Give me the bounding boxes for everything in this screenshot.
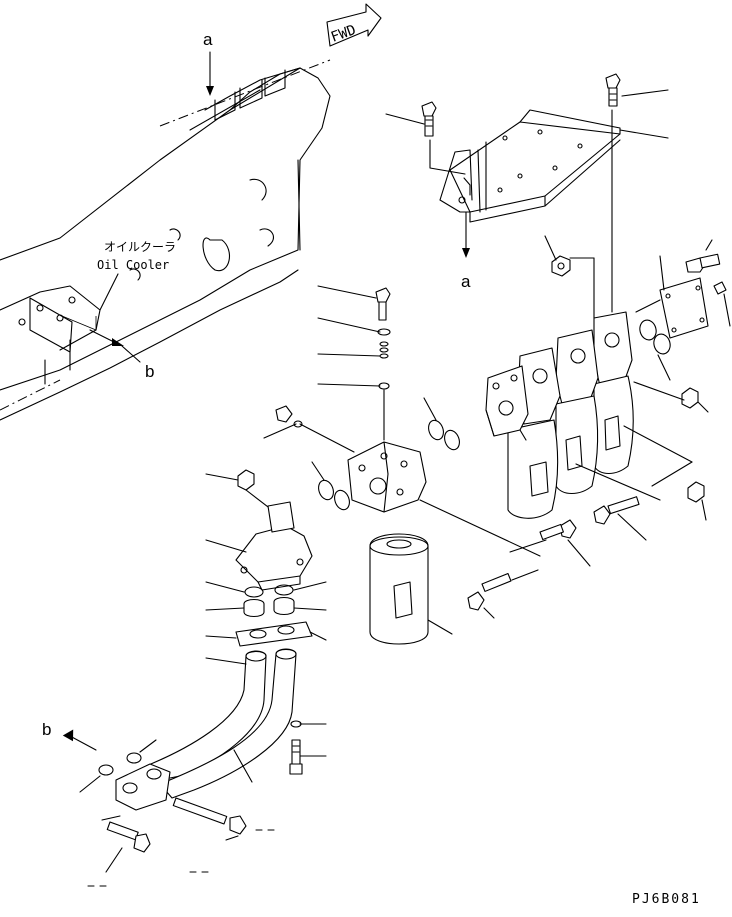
ref-b-pipe-label: b — [42, 720, 51, 739]
plug-left — [263, 405, 355, 453]
seal-rings — [205, 596, 327, 618]
ref-b-pipe: b — [42, 720, 157, 793]
bolt-long-mid — [509, 519, 591, 567]
fwd-arrow: FWD — [326, 3, 382, 47]
bolt-long-lower — [467, 569, 539, 619]
pipe-washer-bolt — [289, 720, 327, 775]
figure-code: PJ6B081 — [632, 892, 701, 907]
bracket-bolt-left — [385, 101, 466, 175]
top-bracket: a — [439, 109, 621, 291]
o-ring-pair-left — [423, 397, 460, 451]
ref-b-cooler-label: b — [145, 362, 154, 381]
ref-a-bracket-label: a — [461, 272, 471, 291]
pipe-bolt-left — [101, 815, 151, 873]
ref-a-top-label: a — [203, 30, 213, 49]
nut-right-2 — [623, 425, 707, 521]
nut-top — [544, 235, 595, 319]
bracket-bolt-right — [605, 73, 669, 313]
adapter-nut — [205, 469, 273, 511]
filter-head-single — [347, 441, 541, 557]
flange-gasket — [205, 621, 327, 647]
side-cover-plate — [635, 239, 731, 381]
gasket-rings-upper — [205, 581, 327, 598]
engine-block — [0, 59, 331, 421]
ref-a-top: a — [203, 30, 214, 96]
head-bolt-stack — [317, 285, 391, 441]
nut-right-1 — [633, 381, 709, 413]
reference-ticks — [87, 829, 275, 887]
adapter-block — [205, 501, 313, 591]
oil-pipe-assembly — [115, 648, 297, 811]
bolt-long-right — [575, 463, 661, 541]
oil-cooler-en-label: Oil Cooler — [97, 258, 169, 272]
o-ring-pair-lower — [311, 461, 350, 511]
triple-filter-bank — [485, 311, 634, 519]
oil-cooler-jp-label: オイルクーラ — [104, 240, 176, 254]
oil-cooler-callout: オイルクーラ Oil Cooler b — [61, 240, 176, 381]
filter-element-single — [369, 533, 453, 645]
pipe-bolt-right — [172, 797, 247, 841]
